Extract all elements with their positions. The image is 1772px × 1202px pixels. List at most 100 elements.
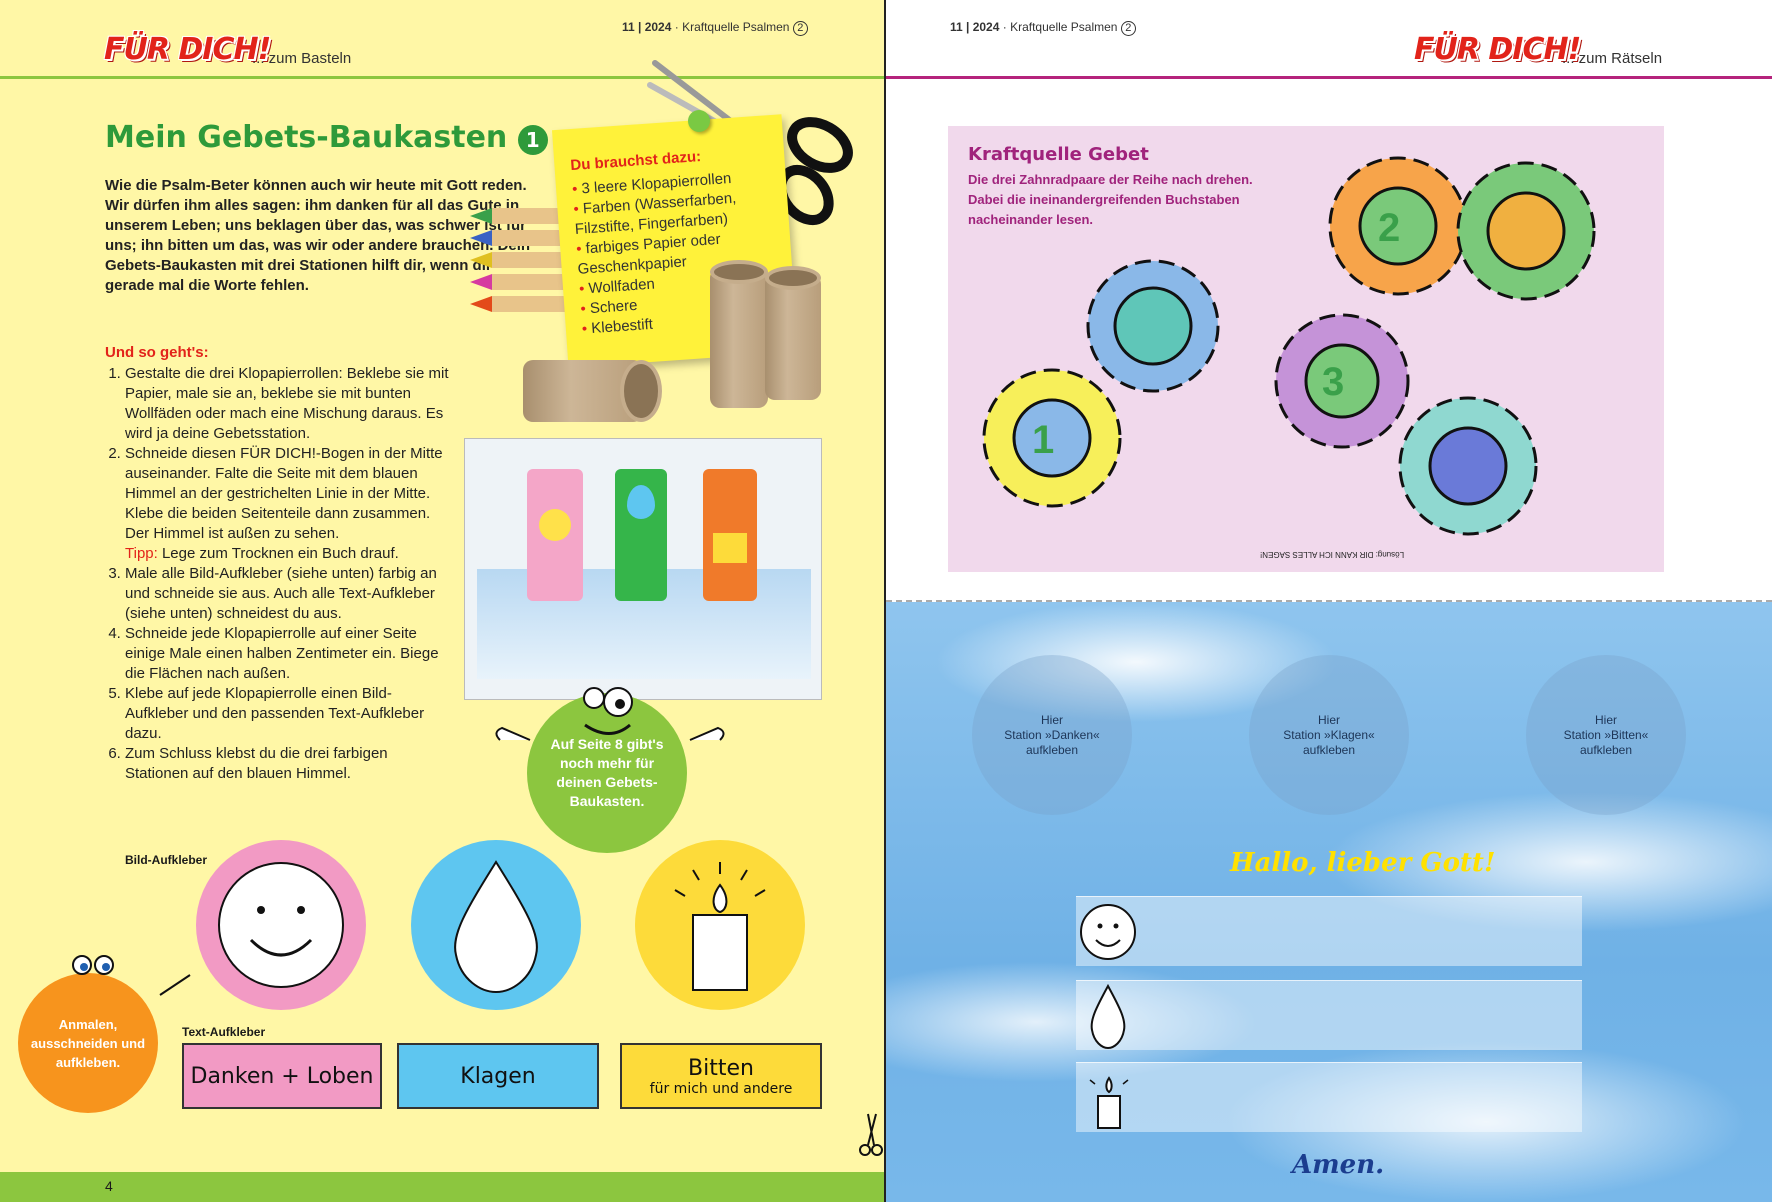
brand-logo: FÜR DICH!: [1414, 32, 1581, 67]
label-klagen-text: Klagen: [460, 1063, 536, 1089]
sticker-klagen-circle: [411, 840, 581, 1010]
station-text: Station »Bitten«: [1563, 727, 1649, 742]
label-danken-text: Danken + Loben: [190, 1063, 374, 1089]
footer-bar: [0, 1172, 886, 1202]
station-text: Station »Klagen«: [1283, 727, 1375, 742]
label-bitten: Bitten für mich und andere: [620, 1043, 822, 1109]
station-text: Hier: [1317, 712, 1340, 727]
header-rule: [0, 76, 886, 79]
gear-yellow-1: [982, 368, 1122, 508]
station-text: aufkleben: [1579, 742, 1633, 757]
photo-drop-icon: [627, 485, 655, 519]
station-text: aufkleben: [1302, 742, 1356, 757]
smiley-icon: [1080, 904, 1136, 960]
pushpin-icon: [688, 110, 710, 132]
fold-line: [886, 600, 1772, 602]
gear-purple-3: [1274, 313, 1410, 449]
text-aufkleber-label: Text-Aufkleber: [182, 1025, 266, 1039]
green-bubble: Auf Seite 8 gibt's noch mehr für deinen …: [527, 693, 687, 853]
steps-heading: Und so geht's:: [105, 344, 209, 361]
page-title-text: Mein Gebets-Baukasten: [105, 120, 508, 155]
station-klagen-spot: Hier Station »Klagen« aufkleben: [1249, 655, 1409, 815]
green-bubble-text: Auf Seite 8 gibt's noch mehr für deinen …: [550, 736, 664, 809]
tear-drop-icon: [1090, 983, 1126, 1050]
candle-icon: [674, 862, 766, 991]
gear-number-3: 3: [1322, 360, 1345, 404]
step-item: Zum Schluss klebst du die drei farbigen …: [125, 744, 455, 784]
title-number-badge: 1: [517, 125, 548, 155]
issue-info: 11 | 2024 · Kraftquelle Psalmen 2: [950, 20, 1136, 36]
step-text: Schneide diesen FÜR DICH!-Bogen in der M…: [125, 445, 443, 542]
paper-roll-end: [620, 360, 662, 422]
pencils-icon: [470, 208, 572, 312]
tip-text: Lege zum Trocknen ein Buch drauf.: [161, 545, 399, 562]
orange-bubble-text: Anmalen, ausschneiden und aufkleben.: [30, 1016, 146, 1070]
brand-suffix: ... zum Rätseln: [1562, 50, 1663, 67]
station-text: Hier: [1040, 712, 1063, 727]
amen-text: Amen.: [1292, 1150, 1385, 1180]
sky-background: [886, 602, 1772, 1202]
prayer-line-bitten: [1076, 1062, 1582, 1132]
hallo-heading: Hallo, lieber Gott!: [1230, 848, 1496, 878]
station-danken-spot: Hier Station »Danken« aufkleben: [972, 655, 1132, 815]
gear-green-2: [1456, 161, 1596, 301]
puzzle-solution: Lösung: DIR KANN ICH ALLES SAGEN!: [1260, 550, 1405, 559]
cut-scissors-icon: [859, 1113, 883, 1156]
candle-icon: [1089, 1076, 1129, 1129]
gear-number-2: 2: [1378, 206, 1401, 250]
bild-aufkleber-label: Bild-Aufkleber: [125, 853, 208, 867]
step-item: Schneide diesen FÜR DICH!-Bogen in der M…: [125, 444, 455, 564]
orange-bubble: Anmalen, ausschneiden und aufkleben.: [18, 973, 158, 1113]
prayer-line-klagen: [1076, 980, 1582, 1050]
step-item: Schneide jede Klopapierrolle auf einer S…: [125, 624, 455, 684]
label-klagen: Klagen: [397, 1043, 599, 1109]
gear-number-1: 1: [1032, 418, 1055, 462]
spine-divider: [884, 0, 886, 1202]
issue-number: 11 | 2024: [622, 20, 672, 34]
gear-blue-1: [1086, 259, 1220, 393]
issue-topic: · Kraftquelle Psalmen: [1002, 20, 1118, 34]
header-rule: [886, 76, 1772, 79]
brand-suffix: ... zum Basteln: [252, 50, 352, 67]
paper-roll-top: [710, 260, 768, 284]
station-text: Hier: [1594, 712, 1617, 727]
left-page: FÜR DICH! ... zum Basteln 11 | 2024 · Kr…: [0, 0, 886, 1202]
example-photo: [464, 438, 822, 700]
issue-circle-number: 2: [792, 21, 808, 36]
paper-roll-top: [765, 266, 821, 290]
gear-teal-3: [1398, 396, 1538, 536]
issue-circle-number: 2: [1120, 21, 1136, 36]
step-item: Male alle Bild-Aufkleber (siehe unten) f…: [125, 564, 455, 624]
prayer-icons: [1080, 904, 1136, 1129]
gear-puzzle: Kraftquelle Gebet Die drei Zahnradpaare …: [948, 126, 1664, 572]
paper-roll-standing: [765, 274, 821, 400]
photo-candle-icon: [713, 533, 747, 563]
station-bitten-spot: Hier Station »Bitten« aufkleben: [1526, 655, 1686, 815]
photo-smiley-icon: [539, 509, 571, 541]
tear-drop-icon: [454, 860, 538, 994]
right-page: 11 | 2024 · Kraftquelle Psalmen 2 FÜR DI…: [886, 0, 1772, 1202]
smiley-icon: [218, 862, 344, 988]
label-bitten-subtext: für mich und andere: [649, 1080, 793, 1097]
page-title: Mein Gebets-Baukasten 1: [105, 120, 548, 155]
green-bubble-face-icon: [495, 687, 725, 741]
station-text: Station »Danken«: [1004, 727, 1100, 742]
gears-illustration: [982, 156, 1596, 536]
step-item: Gestalte die drei Klopapierrollen: Bekle…: [125, 364, 455, 444]
sticker-danken-circle: [196, 840, 366, 1010]
tip-label: Tipp:: [125, 545, 158, 562]
label-danken: Danken + Loben: [182, 1043, 382, 1109]
issue-info: 11 | 2024 · Kraftquelle Psalmen 2: [622, 20, 808, 36]
station-text: aufkleben: [1025, 742, 1079, 757]
prayer-line-danken: [1076, 896, 1582, 966]
step-item: Klebe auf jede Klopapierrolle einen Bild…: [125, 684, 455, 744]
puzzle-instructions: Die drei Zahnradpaare der Reihe nach dre…: [968, 172, 1253, 227]
brand-logo: FÜR DICH!: [104, 32, 271, 67]
puzzle-title: Kraftquelle Gebet: [968, 144, 1149, 165]
page-number: 4: [105, 1178, 113, 1194]
sticker-bitten-circle: [635, 840, 805, 1010]
intro-text: Wie die Psalm-Beter können auch wir heut…: [105, 177, 531, 294]
paper-roll-standing: [710, 268, 768, 408]
orange-bubble-face-icon: [72, 955, 191, 996]
issue-topic: · Kraftquelle Psalmen: [674, 20, 790, 34]
